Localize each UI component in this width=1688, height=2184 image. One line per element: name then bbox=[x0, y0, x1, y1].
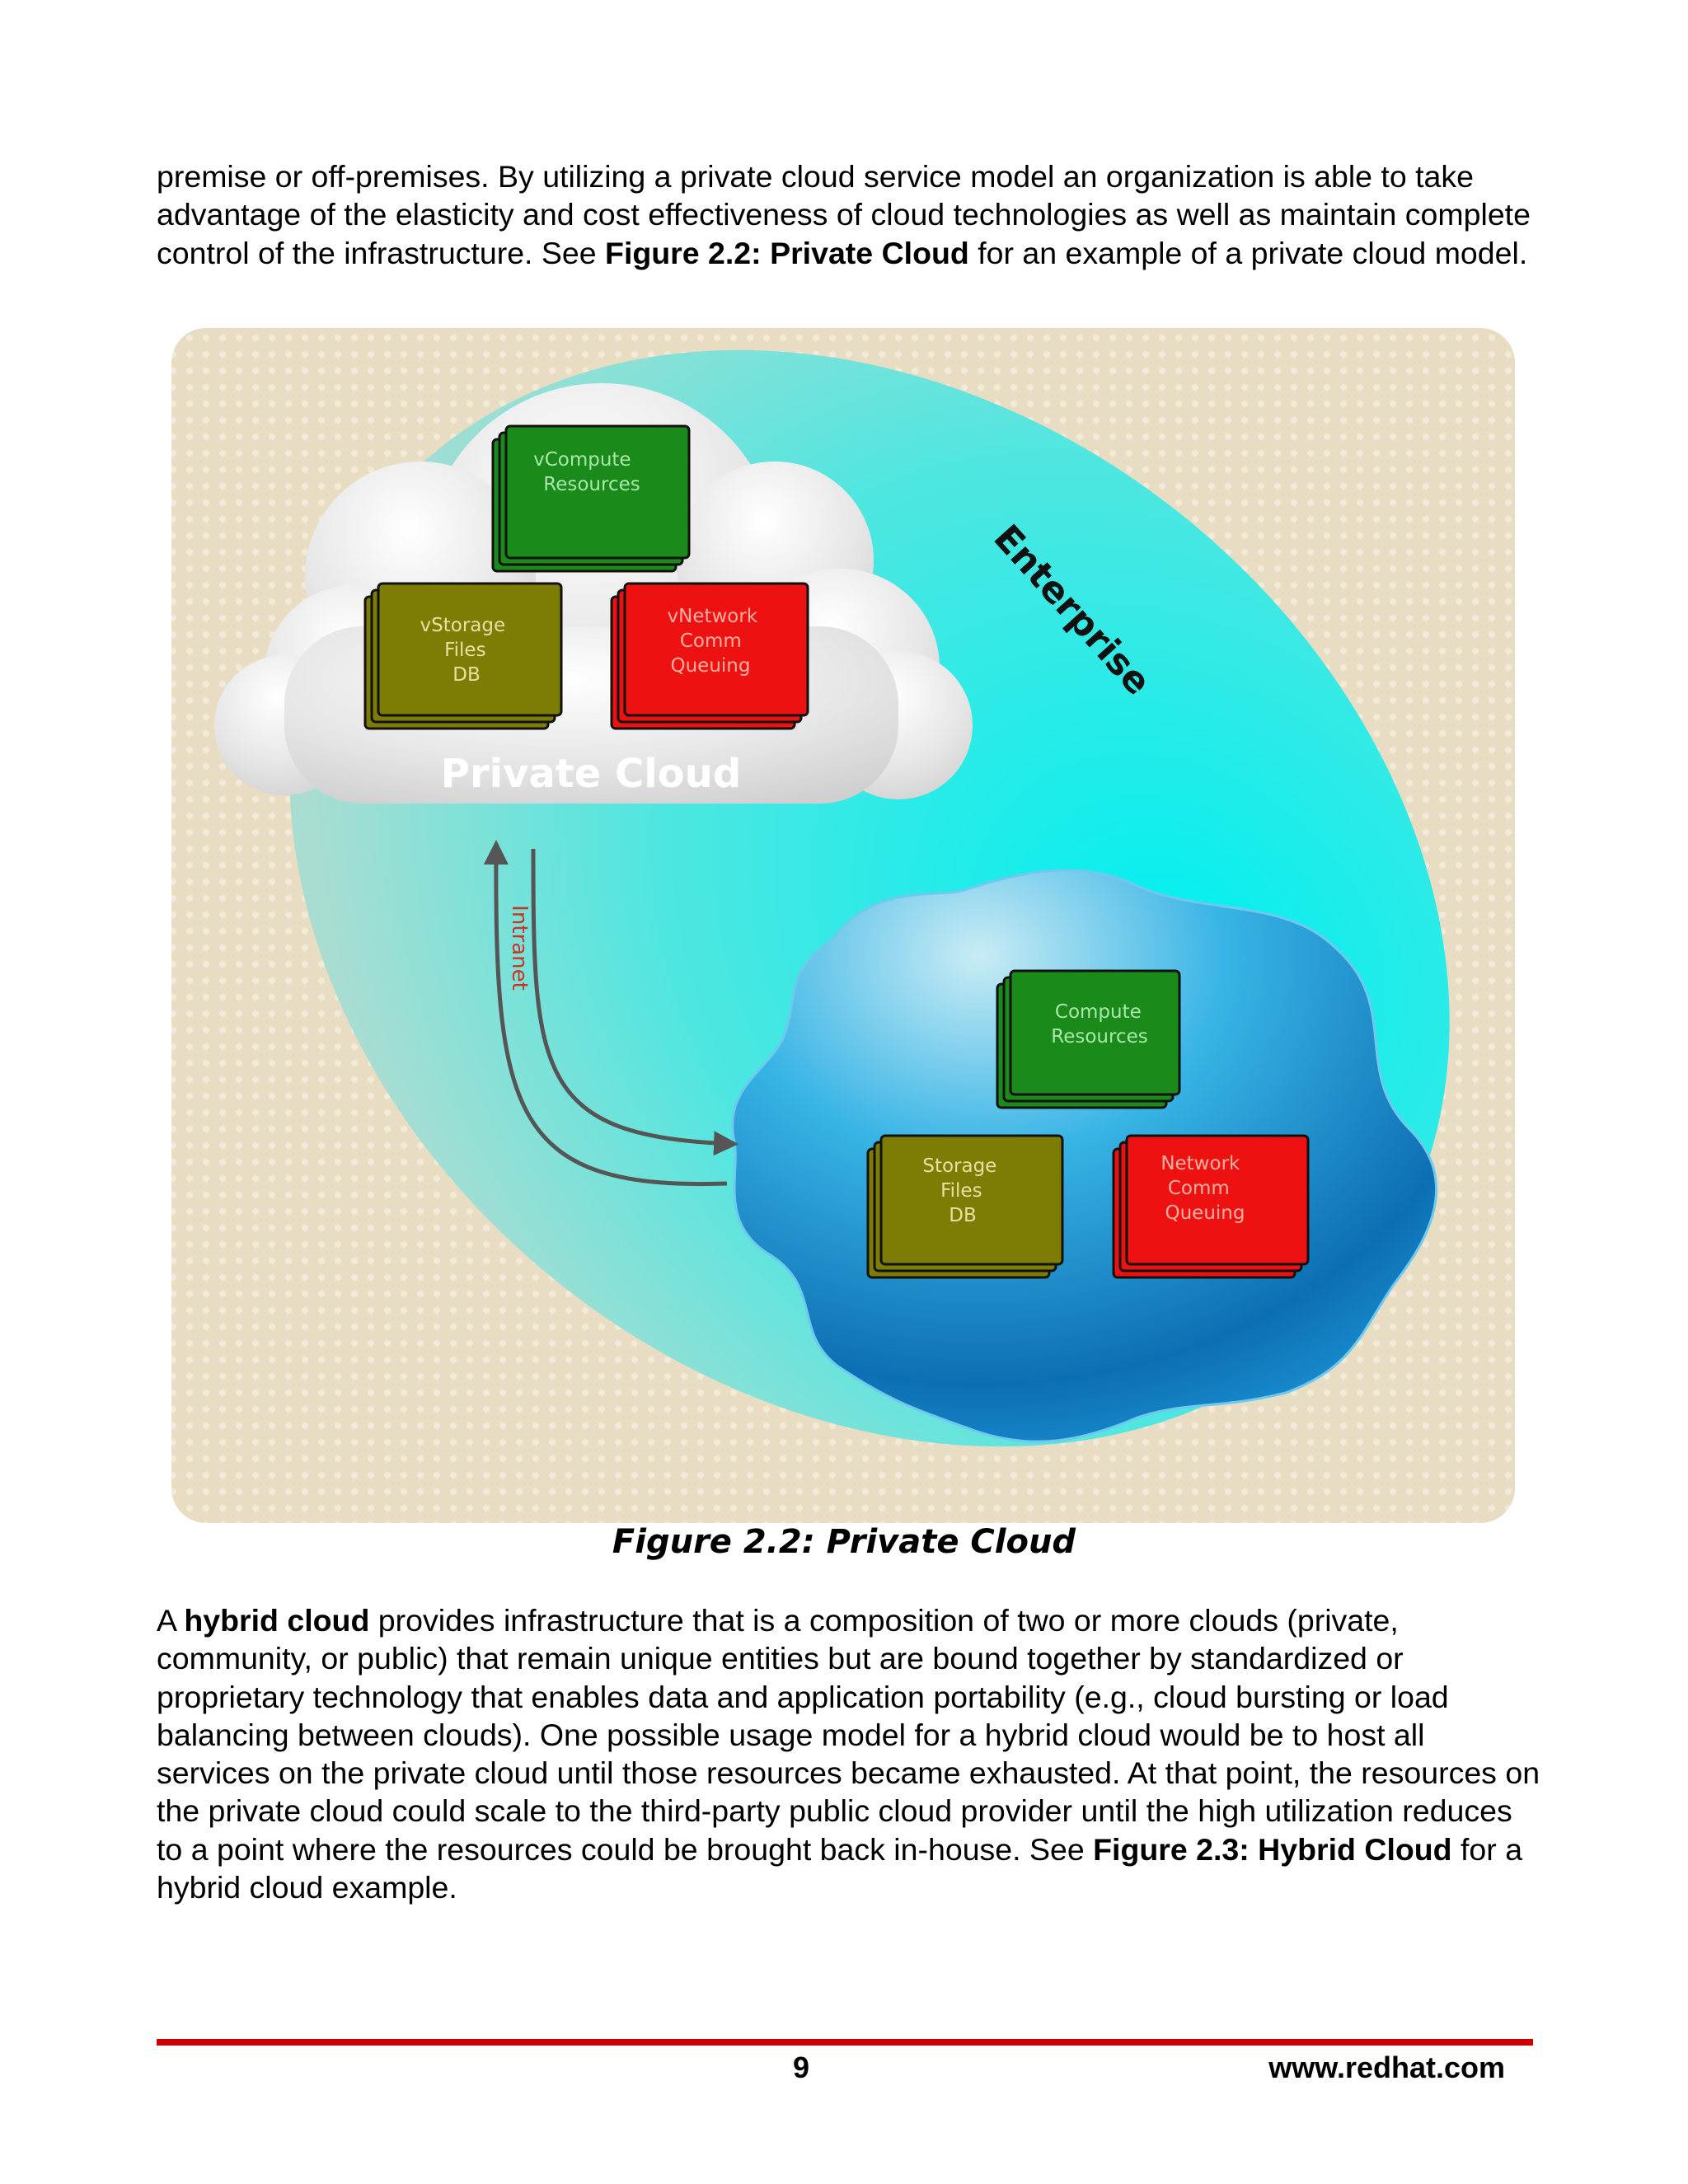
hybrid-tail: for a hybrid cloud example. bbox=[157, 1831, 1523, 1905]
footer-url: www.redhat.com bbox=[1268, 2050, 1505, 2084]
intranet-arrow-outbound bbox=[531, 848, 738, 1156]
network-box: Network Comm Queuing bbox=[1112, 1134, 1310, 1279]
storage-box: Storage Files DB bbox=[866, 1134, 1064, 1279]
svg-text:Network Comm Queui: Network Comm Queuing bbox=[1160, 1153, 1245, 1224]
page-number: 9 bbox=[792, 2050, 810, 2084]
compute-label-2: Resources bbox=[1051, 1026, 1147, 1047]
vcompute-label-2: Resources bbox=[543, 474, 640, 495]
network-label-2: Comm bbox=[1168, 1178, 1230, 1199]
private-cloud-figure: Enterprise Private Cloud vCompute Resour… bbox=[171, 328, 1515, 1523]
network-label-3: Queuing bbox=[1165, 1202, 1245, 1224]
vcompute-box: vCompute Resources bbox=[491, 424, 691, 573]
compute-label-1: Compute bbox=[1055, 1001, 1142, 1023]
storage-label-1: Storage bbox=[922, 1155, 996, 1177]
svg-text:Compute Resources: Compute Resources bbox=[1051, 1001, 1147, 1047]
hybrid-cloud-paragraph: A hybrid cloud provides infrastructure t… bbox=[157, 1601, 1541, 1906]
svg-text:vCompute Resources: vCompute Resources bbox=[533, 449, 640, 495]
network-label-1: Network bbox=[1160, 1153, 1240, 1174]
footer-rule bbox=[157, 2039, 1533, 2046]
vstorage-label-3: DB bbox=[452, 664, 481, 686]
intranet-label: Intranet bbox=[507, 905, 532, 991]
storage-label-2: Files bbox=[940, 1180, 982, 1202]
intro-text: premise or off-premises. By utilizing a … bbox=[157, 159, 1531, 270]
hybrid-cloud-term: hybrid cloud bbox=[184, 1603, 370, 1638]
intro-paragraph: premise or off-premises. By utilizing a … bbox=[157, 157, 1541, 272]
intranet-arrow-inbound bbox=[483, 840, 728, 1187]
vstorage-label-1: vStorage bbox=[420, 615, 506, 636]
figure-reference: Figure 2.2: Private Cloud bbox=[605, 235, 969, 270]
vcompute-label-1: vCompute bbox=[533, 449, 631, 471]
svg-text:Storage Files DB: Storage Files DB bbox=[922, 1155, 1002, 1226]
hybrid-figure-reference: Figure 2.3: Hybrid Cloud bbox=[1093, 1831, 1452, 1867]
vstorage-label-2: Files bbox=[444, 640, 485, 661]
datacenter-blob bbox=[731, 869, 1437, 1443]
vnetwork-box: vNetwork Comm Queuing bbox=[610, 582, 809, 730]
vnetwork-label-3: Queuing bbox=[671, 655, 751, 677]
private-cloud-label: Private Cloud bbox=[441, 751, 741, 797]
vnetwork-label-1: vNetwork bbox=[668, 606, 758, 627]
hybrid-lead: A bbox=[157, 1603, 185, 1638]
compute-box: Compute Resources bbox=[996, 969, 1181, 1109]
figure-caption: Figure 2.2: Private Cloud bbox=[612, 1523, 1076, 1561]
vnetwork-label-2: Comm bbox=[680, 630, 742, 652]
storage-label-3: DB bbox=[949, 1205, 977, 1226]
svg-text:vStorage Files DB: vStorage Files DB bbox=[420, 615, 512, 686]
svg-text:vNetwork Comm Queu: vNetwork Comm Queuing bbox=[668, 606, 764, 677]
hybrid-body: provides infrastructure that is a compos… bbox=[157, 1603, 1540, 1867]
intro-text-tail: for an example of a private cloud model. bbox=[968, 235, 1528, 270]
vstorage-box: vStorage Files DB bbox=[363, 582, 563, 730]
